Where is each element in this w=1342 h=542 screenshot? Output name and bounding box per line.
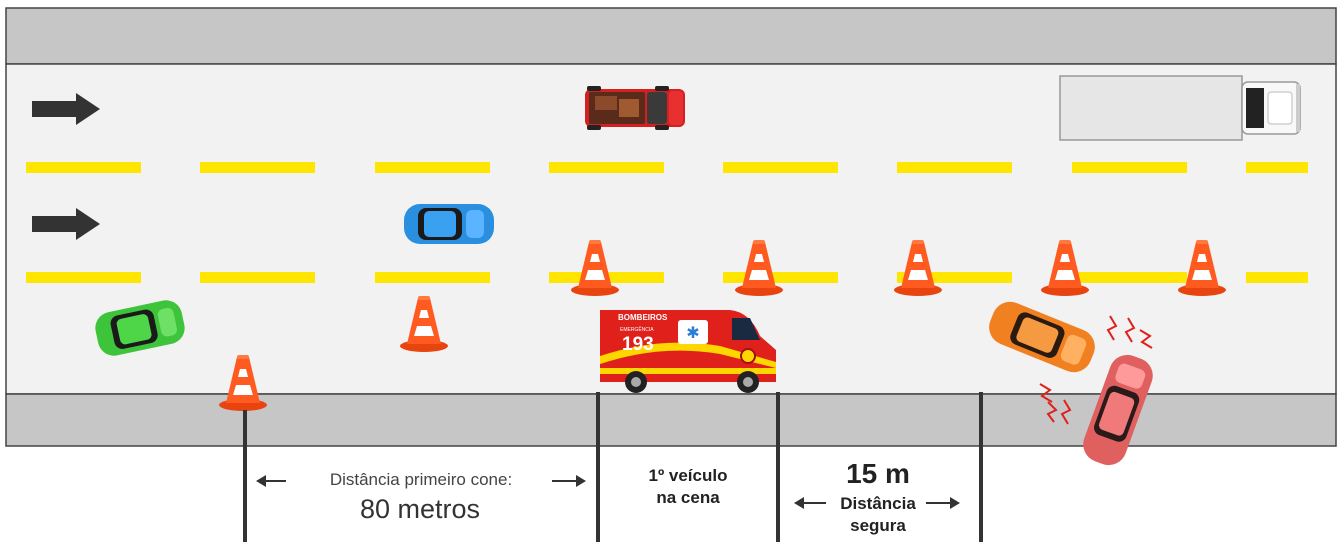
distance-arrows (256, 475, 960, 509)
ambulance-agency-text: BOMBEIROS (618, 313, 668, 322)
star-of-life-icon: ✱ (686, 323, 699, 342)
first-vehicle-label-line2: na cena (656, 488, 720, 507)
safe-distance-value: 15 m (846, 458, 910, 489)
blue-car (404, 204, 494, 244)
crash-impact-icon (1039, 315, 1153, 425)
lane-marking-upper (26, 162, 1308, 173)
safe-distance-label-line2: segura (850, 516, 906, 535)
red-crashed-car (1083, 354, 1153, 466)
ambulance-number-text: 193 (622, 334, 654, 355)
orange-crashed-car (989, 301, 1095, 373)
ambulance: ✱ BOMBEIROS EMERGÊNCIA 193 (600, 310, 776, 393)
red-pickup-truck (585, 86, 685, 130)
first-vehicle-label-line1: 1º veículo (648, 466, 728, 485)
first-cone-distance-caption: Distância primeiro cone: (329, 470, 513, 489)
green-car (95, 300, 185, 356)
top-shoulder (5, 7, 1337, 65)
ambulance-tag-text: EMERGÊNCIA (620, 325, 654, 333)
safe-distance-label-line1: Distância (840, 494, 916, 513)
white-box-truck (1059, 75, 1301, 141)
measurement-lines (243, 392, 983, 542)
first-cone-distance-value: 80 metros (359, 494, 481, 524)
